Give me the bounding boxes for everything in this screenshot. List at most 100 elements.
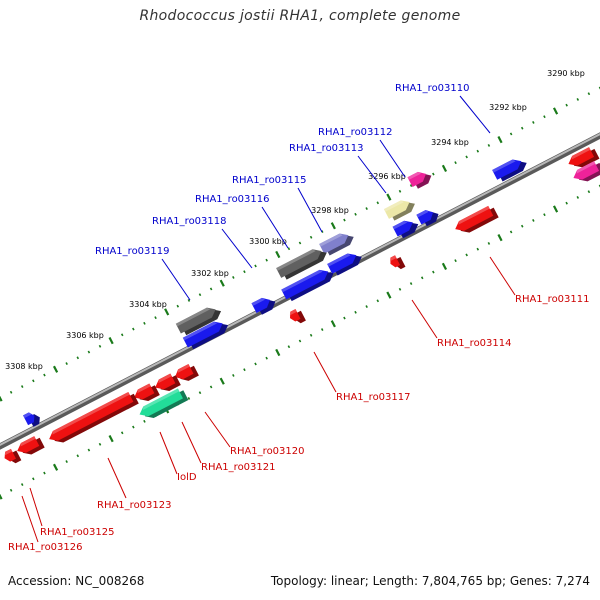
scale-dot <box>298 241 302 245</box>
scale-dot <box>543 213 546 217</box>
scale-dot <box>65 362 68 365</box>
scale-dot <box>243 368 246 372</box>
gene-label-reverse[interactable]: RHA1_ro03125 <box>40 527 115 538</box>
gene-ro03121b[interactable] <box>132 382 160 406</box>
scale-dot <box>132 327 135 331</box>
gene-label-reverse[interactable]: RHA1_ro03123 <box>97 500 172 511</box>
leader-line <box>21 495 39 543</box>
gene-ro03120[interactable] <box>172 362 199 385</box>
gene-label-reverse[interactable]: IolD <box>177 472 197 483</box>
gene-ro03113b[interactable] <box>416 206 441 229</box>
scale-dot <box>232 276 235 279</box>
scale-dot <box>98 442 102 446</box>
scale-dot <box>198 293 202 297</box>
scale-dot <box>509 230 513 234</box>
gene-label-reverse[interactable]: RHA1_ro03117 <box>336 392 411 403</box>
scale-dot <box>275 348 281 357</box>
gene-ro03115[interactable] <box>319 228 356 257</box>
gene-ro03123[interactable] <box>47 390 139 447</box>
gene-label-forward[interactable]: RHA1_ro03113 <box>289 143 364 154</box>
gene-label-forward[interactable]: RHA1_ro03115 <box>232 175 307 186</box>
gene-ro03117[interactable] <box>287 307 306 326</box>
scale-dot <box>476 149 480 153</box>
gene-label-reverse[interactable]: RHA1_ro03114 <box>437 338 512 349</box>
scale-dot <box>576 98 580 101</box>
gene-label-reverse[interactable]: RHA1_ro03126 <box>8 542 83 553</box>
scale-dot <box>441 262 448 270</box>
scale-dot <box>343 316 346 320</box>
scale-dot <box>287 345 291 349</box>
gene-label-reverse[interactable]: RHA1_ro03120 <box>230 446 305 457</box>
gene-iold[interactable] <box>137 387 189 423</box>
tick-label: 3290 kbp <box>547 69 585 78</box>
gene-ro03119b[interactable] <box>182 317 231 351</box>
gene-label-reverse[interactable]: RHA1_ro03111 <box>515 294 590 305</box>
tick-label: 3298 kbp <box>311 206 349 215</box>
gene-label-forward[interactable]: RHA1_ro03119 <box>95 246 170 257</box>
scale-dot <box>398 287 402 291</box>
tick-label: 3296 kbp <box>368 172 406 181</box>
scale-dot <box>108 434 114 443</box>
gene-label-forward[interactable]: RHA1_ro03110 <box>395 83 470 94</box>
gene-left-blue[interactable] <box>23 409 42 429</box>
scale-dot <box>254 264 257 268</box>
gene-ro03116b[interactable] <box>327 248 364 277</box>
gene-ro03111b[interactable] <box>571 159 600 186</box>
scale-dot <box>465 253 468 257</box>
gene-ro03113[interactable] <box>383 195 418 222</box>
scale-dot <box>198 391 202 395</box>
gene-label-forward[interactable]: RHA1_ro03112 <box>318 127 393 138</box>
scale-dot <box>532 121 535 124</box>
gene-ro03116[interactable] <box>276 244 329 281</box>
gene-label-forward[interactable]: RHA1_ro03118 <box>152 216 227 227</box>
gene-ro03126[interactable] <box>2 447 22 467</box>
scale-dot <box>0 493 3 500</box>
gene-ro03125[interactable] <box>15 434 45 459</box>
scale-dot <box>20 483 24 486</box>
scale-dot <box>497 234 503 242</box>
scale-dot <box>565 201 568 205</box>
scale-dot <box>265 356 268 360</box>
scale-dot <box>587 190 591 194</box>
scale-dot <box>386 193 392 201</box>
scale-dot <box>409 184 413 188</box>
scale-dot <box>154 316 157 320</box>
scale-dot <box>20 385 24 388</box>
gene-ro03112[interactable] <box>407 167 433 190</box>
gene-ro03113c[interactable] <box>392 216 421 240</box>
tick-label: 3308 kbp <box>5 362 43 371</box>
scale-dot <box>187 396 191 400</box>
gene-ro03118b[interactable] <box>251 293 277 316</box>
gene-label-forward[interactable]: RHA1_ro03116 <box>195 194 270 205</box>
gene-label-reverse[interactable]: RHA1_ro03121 <box>201 462 276 473</box>
scale-dot <box>209 287 213 291</box>
scale-dot <box>87 350 91 354</box>
leader-line <box>313 351 337 393</box>
leader-line <box>379 139 406 178</box>
scale-dot <box>232 374 235 377</box>
scale-dot <box>275 250 281 259</box>
scale-dot <box>164 308 170 316</box>
scale-dot <box>309 235 313 239</box>
scale-dot <box>243 270 246 274</box>
gene-ro03118[interactable] <box>281 265 336 303</box>
scale-dot <box>32 379 35 383</box>
gene-ro03110[interactable] <box>492 154 529 183</box>
scale-dot <box>9 488 13 492</box>
scale-dot <box>376 201 380 205</box>
scale-dot <box>497 136 503 144</box>
scale-dot <box>320 328 324 331</box>
scale-dot <box>176 304 180 308</box>
scale-dot <box>465 155 468 159</box>
gene-ro03121[interactable] <box>153 372 181 396</box>
scale-dot <box>9 390 13 394</box>
gene-ro03111c[interactable] <box>453 204 499 238</box>
gene-ro03111[interactable] <box>566 145 600 172</box>
leader-line <box>159 431 178 475</box>
gene-ro03119[interactable] <box>175 303 224 337</box>
scale-dot <box>143 321 146 325</box>
upper-scale-line <box>0 86 600 402</box>
gene-ro03114[interactable] <box>388 253 406 272</box>
scale-dot <box>365 207 368 210</box>
